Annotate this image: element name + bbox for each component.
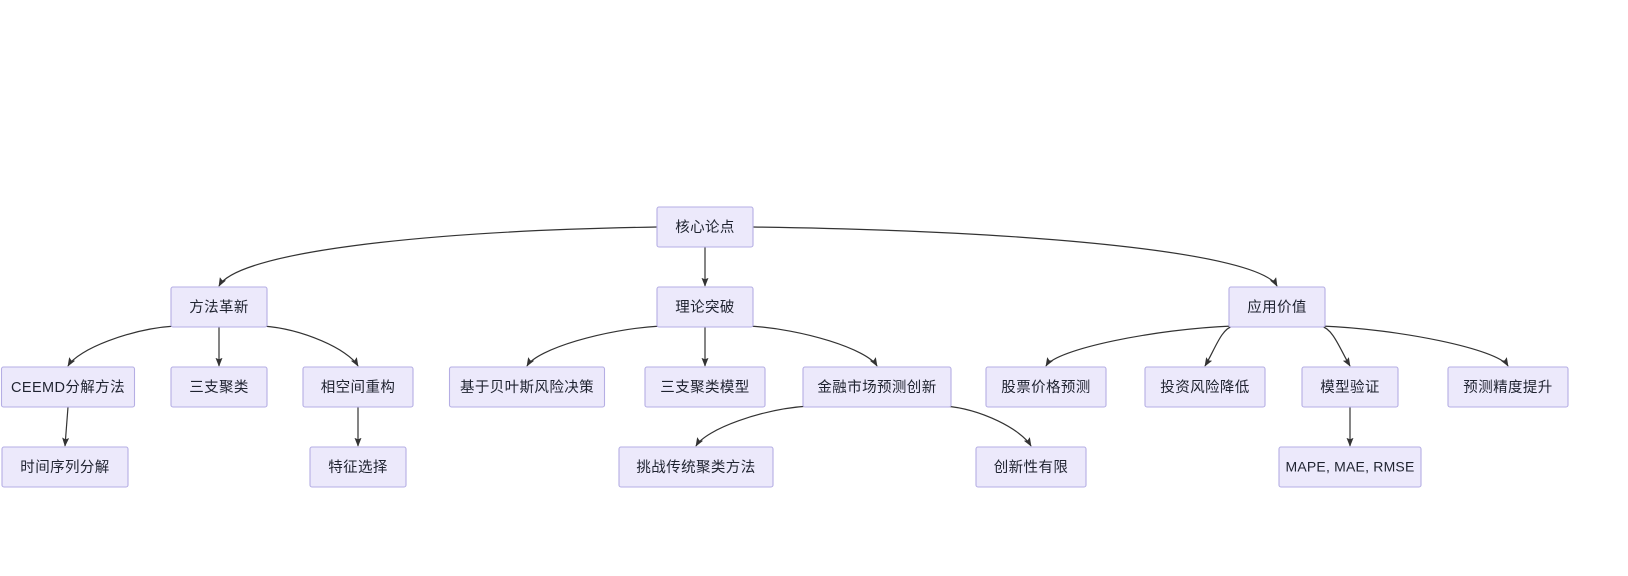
node-box[interactable] [656, 206, 754, 248]
edges-layer [62, 226, 1509, 447]
node-box[interactable] [170, 286, 268, 328]
node-label: 应用价值 [1247, 298, 1307, 316]
node-n7[interactable]: 基于贝叶斯风险决策 [448, 366, 606, 408]
node-n6[interactable]: 相空间重构 [302, 366, 414, 408]
node-box[interactable] [618, 446, 774, 488]
node-label: 股票价格预测 [1001, 379, 1090, 396]
node-n10[interactable]: 股票价格预测 [985, 366, 1107, 408]
node-box[interactable] [309, 446, 407, 488]
node-label: 金融市场预测创新 [817, 379, 936, 396]
node-label: 模型验证 [1320, 379, 1380, 396]
node-label: 挑战传统聚类方法 [636, 459, 755, 476]
node-label: 投资风险降低 [1160, 379, 1249, 396]
node-n4[interactable]: CEEMD分解方法 [0, 366, 136, 408]
node-box[interactable] [1144, 366, 1266, 408]
node-n11[interactable]: 投资风险降低 [1144, 366, 1266, 408]
node-label: CEEMD分解方法 [11, 379, 125, 396]
node-n16[interactable]: 挑战传统聚类方法 [618, 446, 774, 488]
edge-n1-to-n4 [67, 325, 175, 367]
node-n18[interactable]: MAPE, MAE, RMSE [1278, 446, 1422, 488]
node-label: 创新性有限 [994, 459, 1069, 476]
node-n2[interactable]: 理论突破 [656, 286, 754, 328]
edge-n9-to-n16 [695, 405, 809, 447]
edge-n3-to-n12 [1320, 325, 1351, 367]
node-box[interactable] [302, 366, 414, 408]
node-n8[interactable]: 三支聚类模型 [644, 366, 766, 408]
node-label: 方法革新 [189, 299, 249, 316]
node-box[interactable] [0, 366, 136, 408]
node-label: 三支聚类模型 [660, 379, 749, 396]
node-n13[interactable]: 预测精度提升 [1447, 366, 1569, 408]
node-box[interactable] [1, 446, 129, 488]
node-label: 特征选择 [328, 459, 388, 476]
node-box[interactable] [802, 366, 952, 408]
node-n12[interactable]: 模型验证 [1301, 366, 1399, 408]
node-box[interactable] [448, 366, 606, 408]
node-box[interactable] [1301, 366, 1399, 408]
edge-n1-to-n6 [263, 325, 359, 367]
node-box[interactable] [644, 366, 766, 408]
node-n14[interactable]: 时间序列分解 [1, 446, 129, 488]
edge-n3-to-n11 [1204, 325, 1234, 367]
node-box[interactable] [1228, 286, 1326, 328]
node-label: 三支聚类 [189, 379, 249, 396]
node-label: 预测精度提升 [1463, 379, 1552, 396]
edge-n3-to-n10 [1045, 325, 1233, 367]
node-box[interactable] [975, 446, 1087, 488]
node-n9[interactable]: 金融市场预测创新 [802, 366, 952, 408]
node-box[interactable] [1278, 446, 1422, 488]
edge-n0-to-n3 [752, 226, 1278, 287]
node-n5[interactable]: 三支聚类 [170, 366, 268, 408]
edge-n2-to-n7 [526, 325, 661, 367]
edge-n3-to-n13 [1321, 325, 1509, 367]
node-label: 基于贝叶斯风险决策 [460, 379, 594, 396]
node-label: 时间序列分解 [20, 459, 109, 476]
edge-n0-to-n1 [218, 226, 658, 287]
node-n17[interactable]: 创新性有限 [975, 446, 1087, 488]
node-label: 理论突破 [675, 299, 735, 316]
node-n15[interactable]: 特征选择 [309, 446, 407, 488]
edge-n9-to-n17 [945, 405, 1032, 447]
edge-n4-to-n14 [62, 406, 70, 447]
node-box[interactable] [656, 286, 754, 328]
node-label: MAPE, MAE, RMSE [1285, 459, 1414, 475]
edge-n2-to-n9 [749, 325, 878, 367]
node-box[interactable] [985, 366, 1107, 408]
node-label: 核心论点 [675, 219, 735, 236]
node-n0[interactable]: 核心论点 [656, 206, 754, 248]
node-label: 相空间重构 [321, 379, 396, 396]
node-n1[interactable]: 方法革新 [170, 286, 268, 328]
node-box[interactable] [1447, 366, 1569, 408]
node-n3[interactable]: 应用价值 [1228, 286, 1326, 328]
node-box[interactable] [170, 366, 268, 408]
